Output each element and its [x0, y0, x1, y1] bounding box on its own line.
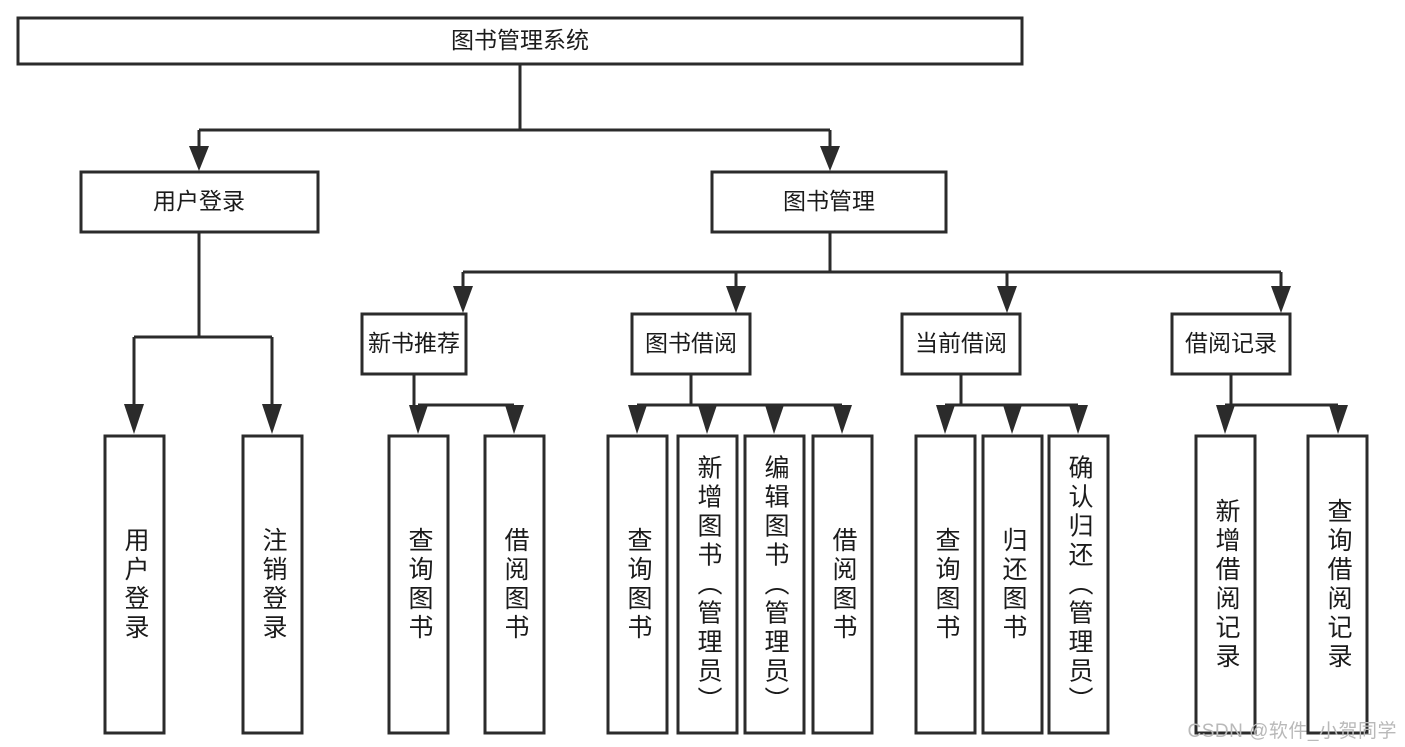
node-leaf-borrow-book-recommend-box[interactable] [483, 434, 546, 735]
node-leaf-query-book-recommend[interactable]: 查询图书 [387, 434, 450, 735]
node-leaf-user-logout-box[interactable] [241, 434, 304, 735]
arrow-head-leaf-query-book-recommend [409, 405, 428, 434]
node-leaf-query-book-current-label: 查询图书 [932, 527, 961, 643]
node-leaf-borrow-book-label: 借阅图书 [829, 527, 858, 643]
node-leaf-query-book-recommend-box[interactable] [387, 434, 450, 735]
arrow-head-leaf-query-book-borrow [628, 405, 647, 434]
node-leaf-query-borrow-record-label: 查询借阅记录 [1324, 498, 1353, 672]
node-root-box[interactable] [16, 16, 1024, 66]
arrow-head-leaf-return-book [1003, 405, 1022, 434]
arrow-head-leaf-borrow-book-recommend [505, 405, 524, 434]
node-leaf-confirm-return-admin-box[interactable] [1047, 434, 1110, 735]
arrow-head-leaf-user-logout [262, 404, 282, 434]
arrow-head-leaf-user-login [124, 404, 144, 434]
node-leaf-add-borrow-record-label: 新增借阅记录 [1212, 498, 1241, 672]
node-user-login-label: 用户登录 [153, 188, 245, 214]
node-new-book-recommend[interactable]: 新书推荐 [360, 312, 468, 376]
node-book-management[interactable]: 图书管理 [710, 170, 948, 234]
node-leaf-edit-book-admin-box[interactable] [743, 434, 806, 735]
arrow-head-new-book-recommend [453, 286, 473, 313]
arrow-head-book-borrow [726, 286, 746, 313]
node-current-borrow[interactable]: 当前借阅 [900, 312, 1022, 376]
node-leaf-confirm-return-admin-label: 确认归还（管理员） [1065, 455, 1094, 716]
node-leaf-query-book-recommend-label: 查询图书 [405, 527, 434, 643]
connector-root-to-level2 [189, 64, 840, 171]
node-leaf-return-book-box[interactable] [981, 434, 1044, 735]
node-borrow-record-label: 借阅记录 [1185, 330, 1277, 356]
node-root-label: 图书管理系统 [451, 27, 589, 53]
csdn-watermark: CSDN @软件_小贺同学 [1187, 721, 1397, 742]
node-user-login[interactable]: 用户登录 [79, 170, 320, 234]
node-new-book-recommend-box[interactable] [360, 312, 468, 376]
node-leaf-borrow-book-recommend-label: 借阅图书 [501, 527, 530, 643]
node-leaf-query-book-borrow-box[interactable] [606, 434, 669, 735]
node-current-borrow-box[interactable] [900, 312, 1022, 376]
node-leaf-return-book-label: 归还图书 [999, 527, 1028, 643]
node-leaf-query-borrow-record[interactable]: 查询借阅记录 [1306, 434, 1369, 735]
node-leaf-add-book-admin-label: 新增图书（管理员） [694, 455, 723, 716]
node-leaf-confirm-return-admin[interactable]: 确认归还（管理员） [1047, 434, 1110, 735]
node-root[interactable]: 图书管理系统 [16, 16, 1024, 66]
arrow-head-leaf-query-borrow-record [1329, 405, 1348, 434]
arrow-head-book-management [820, 146, 840, 171]
node-book-management-label: 图书管理 [783, 188, 875, 214]
node-leaf-user-logout-label: 注销登录 [259, 527, 288, 643]
node-leaf-query-book-current-box[interactable] [914, 434, 977, 735]
node-borrow-record[interactable]: 借阅记录 [1170, 312, 1292, 376]
node-leaf-borrow-book-recommend[interactable]: 借阅图书 [483, 434, 546, 735]
node-leaf-query-borrow-record-box[interactable] [1306, 434, 1369, 735]
arrow-head-borrow-record [1271, 286, 1291, 313]
node-book-borrow[interactable]: 图书借阅 [630, 312, 752, 376]
node-borrow-record-box[interactable] [1170, 312, 1292, 376]
node-user-login-box[interactable] [79, 170, 320, 234]
node-current-borrow-label: 当前借阅 [915, 330, 1007, 356]
connector-book-borrow-to-leaves [628, 374, 852, 434]
node-leaf-edit-book-admin-label: 编辑图书（管理员） [761, 455, 790, 716]
arrow-head-leaf-add-book-admin [698, 405, 717, 434]
connector-user-login-to-leaves [124, 232, 282, 434]
arrow-head-user-login [189, 146, 209, 171]
node-book-borrow-box[interactable] [630, 312, 752, 376]
node-leaf-add-book-admin-box[interactable] [676, 434, 739, 735]
node-leaf-borrow-book[interactable]: 借阅图书 [811, 434, 874, 735]
node-leaf-edit-book-admin[interactable]: 编辑图书（管理员） [743, 434, 806, 735]
arrow-head-current-borrow [997, 286, 1017, 313]
arrow-head-leaf-confirm-return-admin [1069, 405, 1088, 434]
connector-new-book-recommend-to-leaves [409, 374, 524, 434]
node-leaf-add-borrow-record[interactable]: 新增借阅记录 [1194, 434, 1257, 735]
node-leaf-user-login-label: 用户登录 [121, 527, 150, 643]
node-new-book-recommend-label: 新书推荐 [368, 330, 460, 356]
node-leaf-user-logout[interactable]: 注销登录 [241, 434, 304, 735]
connector-current-borrow-to-leaves [936, 374, 1088, 434]
node-book-management-box[interactable] [710, 170, 948, 234]
node-leaf-borrow-book-box[interactable] [811, 434, 874, 735]
arrow-head-leaf-add-borrow-record [1216, 405, 1235, 434]
node-leaf-add-borrow-record-box[interactable] [1194, 434, 1257, 735]
node-book-borrow-label: 图书借阅 [645, 330, 737, 356]
arrow-head-leaf-borrow-book [833, 405, 852, 434]
node-leaf-query-book-borrow[interactable]: 查询图书 [606, 434, 669, 735]
node-leaf-user-login[interactable]: 用户登录 [103, 434, 166, 735]
arrow-head-leaf-query-book-current [936, 405, 955, 434]
node-leaf-return-book[interactable]: 归还图书 [981, 434, 1044, 735]
node-leaf-query-book-current[interactable]: 查询图书 [914, 434, 977, 735]
node-leaf-user-login-box[interactable] [103, 434, 166, 735]
arrow-head-leaf-edit-book-admin [765, 405, 784, 434]
connector-book-management-to-level3 [453, 232, 1291, 313]
node-leaf-add-book-admin[interactable]: 新增图书（管理员） [676, 434, 739, 735]
node-leaf-query-book-borrow-label: 查询图书 [624, 527, 653, 643]
connector-borrow-record-to-leaves [1216, 374, 1348, 434]
